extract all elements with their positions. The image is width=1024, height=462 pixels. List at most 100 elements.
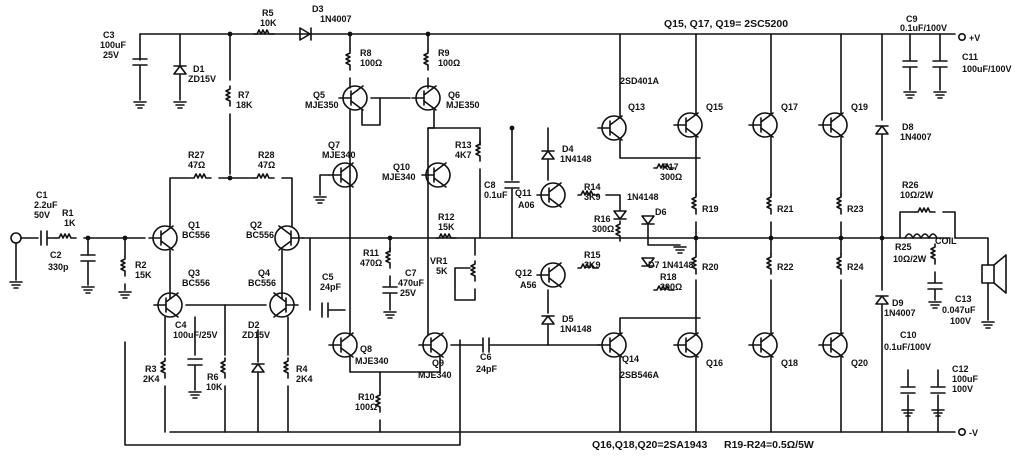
label-r21: R21 (777, 204, 794, 214)
label-c7v1: 470uF (398, 278, 425, 288)
note-emitter-resistors: R19-R24=0.5Ω/5W (724, 439, 814, 451)
label-r16: R16 (594, 214, 611, 224)
r12-resistor (435, 233, 457, 239)
label-c10v: 0.1uF/100V (884, 342, 931, 352)
label-r4: R4 (296, 364, 308, 374)
label-c13v2: 100V (950, 316, 971, 326)
label-r17v: 300Ω (660, 172, 682, 182)
wire (647, 224, 681, 246)
ground-symbol (383, 311, 397, 319)
label-q8v: MJE340 (355, 356, 389, 366)
vminus-terminal (957, 427, 966, 436)
label-d5: D5 (562, 314, 574, 324)
label-q4: Q4 (258, 268, 270, 278)
label-q13v: 2SD401A (620, 76, 660, 86)
c2-capacitor (80, 254, 96, 262)
label-d3v: 1N4007 (320, 14, 352, 24)
label-d8: D8 (902, 122, 914, 132)
q13-leads (597, 115, 623, 141)
wire (454, 267, 476, 301)
r13-resistor (475, 140, 481, 162)
speaker-body (981, 264, 995, 284)
ground-symbol (931, 409, 945, 417)
r9-resistor (423, 49, 429, 71)
label-c9v: 0.1uF/100V (900, 23, 947, 33)
label-r9v: 100Ω (438, 58, 460, 68)
label-c11: C11 (962, 52, 978, 62)
ground-symbol (118, 291, 132, 299)
q16-transistor-leads (673, 332, 699, 358)
label-r14: R14 (584, 182, 601, 192)
label-c9: C9 (906, 14, 918, 24)
q20-transistor-leads (818, 332, 844, 358)
d8-diode (875, 125, 889, 135)
r8-resistor (345, 49, 351, 71)
ground-symbol (9, 281, 23, 289)
wire (319, 174, 330, 196)
d2-zener (251, 363, 265, 373)
vminus-label: -V (969, 428, 978, 438)
label-r6v: 10K (206, 382, 223, 392)
speaker-cone-icon (993, 254, 1007, 294)
label-d3: D3 (312, 4, 324, 14)
label-r16v: 300Ω (592, 224, 614, 234)
r4-resistor (283, 357, 289, 379)
label-r1: R1 (62, 208, 74, 218)
label-c13v1: 0.047uF (942, 305, 976, 315)
ground-symbol (313, 196, 327, 204)
input-jack (10, 232, 22, 244)
label-c3: C3 (103, 30, 115, 40)
label-c5: C5 (322, 272, 334, 282)
label-q14v: 2SB546A (620, 370, 660, 380)
r25-resistor (930, 243, 936, 265)
label-c7: C7 (405, 268, 417, 278)
r3-resistor (160, 357, 166, 379)
label-r4v: 2K4 (296, 374, 313, 384)
label-q20: Q20 (851, 358, 868, 368)
label-r14v: 3K9 (584, 192, 601, 202)
label-r7: R7 (238, 90, 250, 100)
label-c1v1: 2.2uF (34, 200, 58, 210)
label-q16: Q16 (706, 358, 723, 368)
label-r10: R10 (358, 392, 375, 402)
label-r3: R3 (145, 364, 157, 374)
label-r26: R26 (902, 180, 919, 190)
label-c6: C6 (480, 352, 492, 362)
label-q9: Q9 (432, 358, 444, 368)
label-c10: C10 (900, 330, 917, 340)
r2-resistor (120, 255, 126, 277)
label-r10v: 100Ω (355, 402, 377, 412)
label-r13: R13 (455, 140, 472, 150)
ground-symbol (901, 409, 915, 417)
label-c1: C1 (36, 190, 48, 200)
c8-capacitor (504, 181, 520, 189)
d1-zener (173, 65, 187, 75)
c11-capacitor (932, 60, 948, 68)
label-r15v: 3K9 (584, 260, 601, 270)
ground-symbol (903, 91, 917, 99)
vplus-terminal (957, 32, 966, 41)
wire (361, 97, 381, 126)
label-c3v1: 100uF (100, 40, 127, 50)
ground-symbol (981, 321, 995, 329)
label-q12v: A56 (520, 280, 537, 290)
q17-transistor-leads (748, 112, 774, 138)
label-d4: D4 (562, 144, 574, 154)
vplus-label: +V (969, 33, 980, 43)
r11-resistor (385, 247, 391, 269)
label-c6v: 24pF (476, 364, 498, 374)
label-r27: R27 (188, 150, 205, 160)
vr1-pot (470, 260, 476, 282)
feedback-loop (124, 339, 461, 446)
label-q12: Q12 (515, 268, 532, 278)
label-r3v: 2K4 (143, 374, 160, 384)
d5b-diode (541, 315, 555, 325)
coil-inductor (904, 233, 938, 239)
q8-leads (328, 332, 354, 358)
label-d9: D9 (892, 298, 904, 308)
q6-leads (411, 85, 437, 111)
wire (619, 139, 701, 159)
label-c2: C2 (50, 250, 62, 260)
r5-resistor (253, 29, 275, 35)
r6-resistor (220, 357, 226, 379)
